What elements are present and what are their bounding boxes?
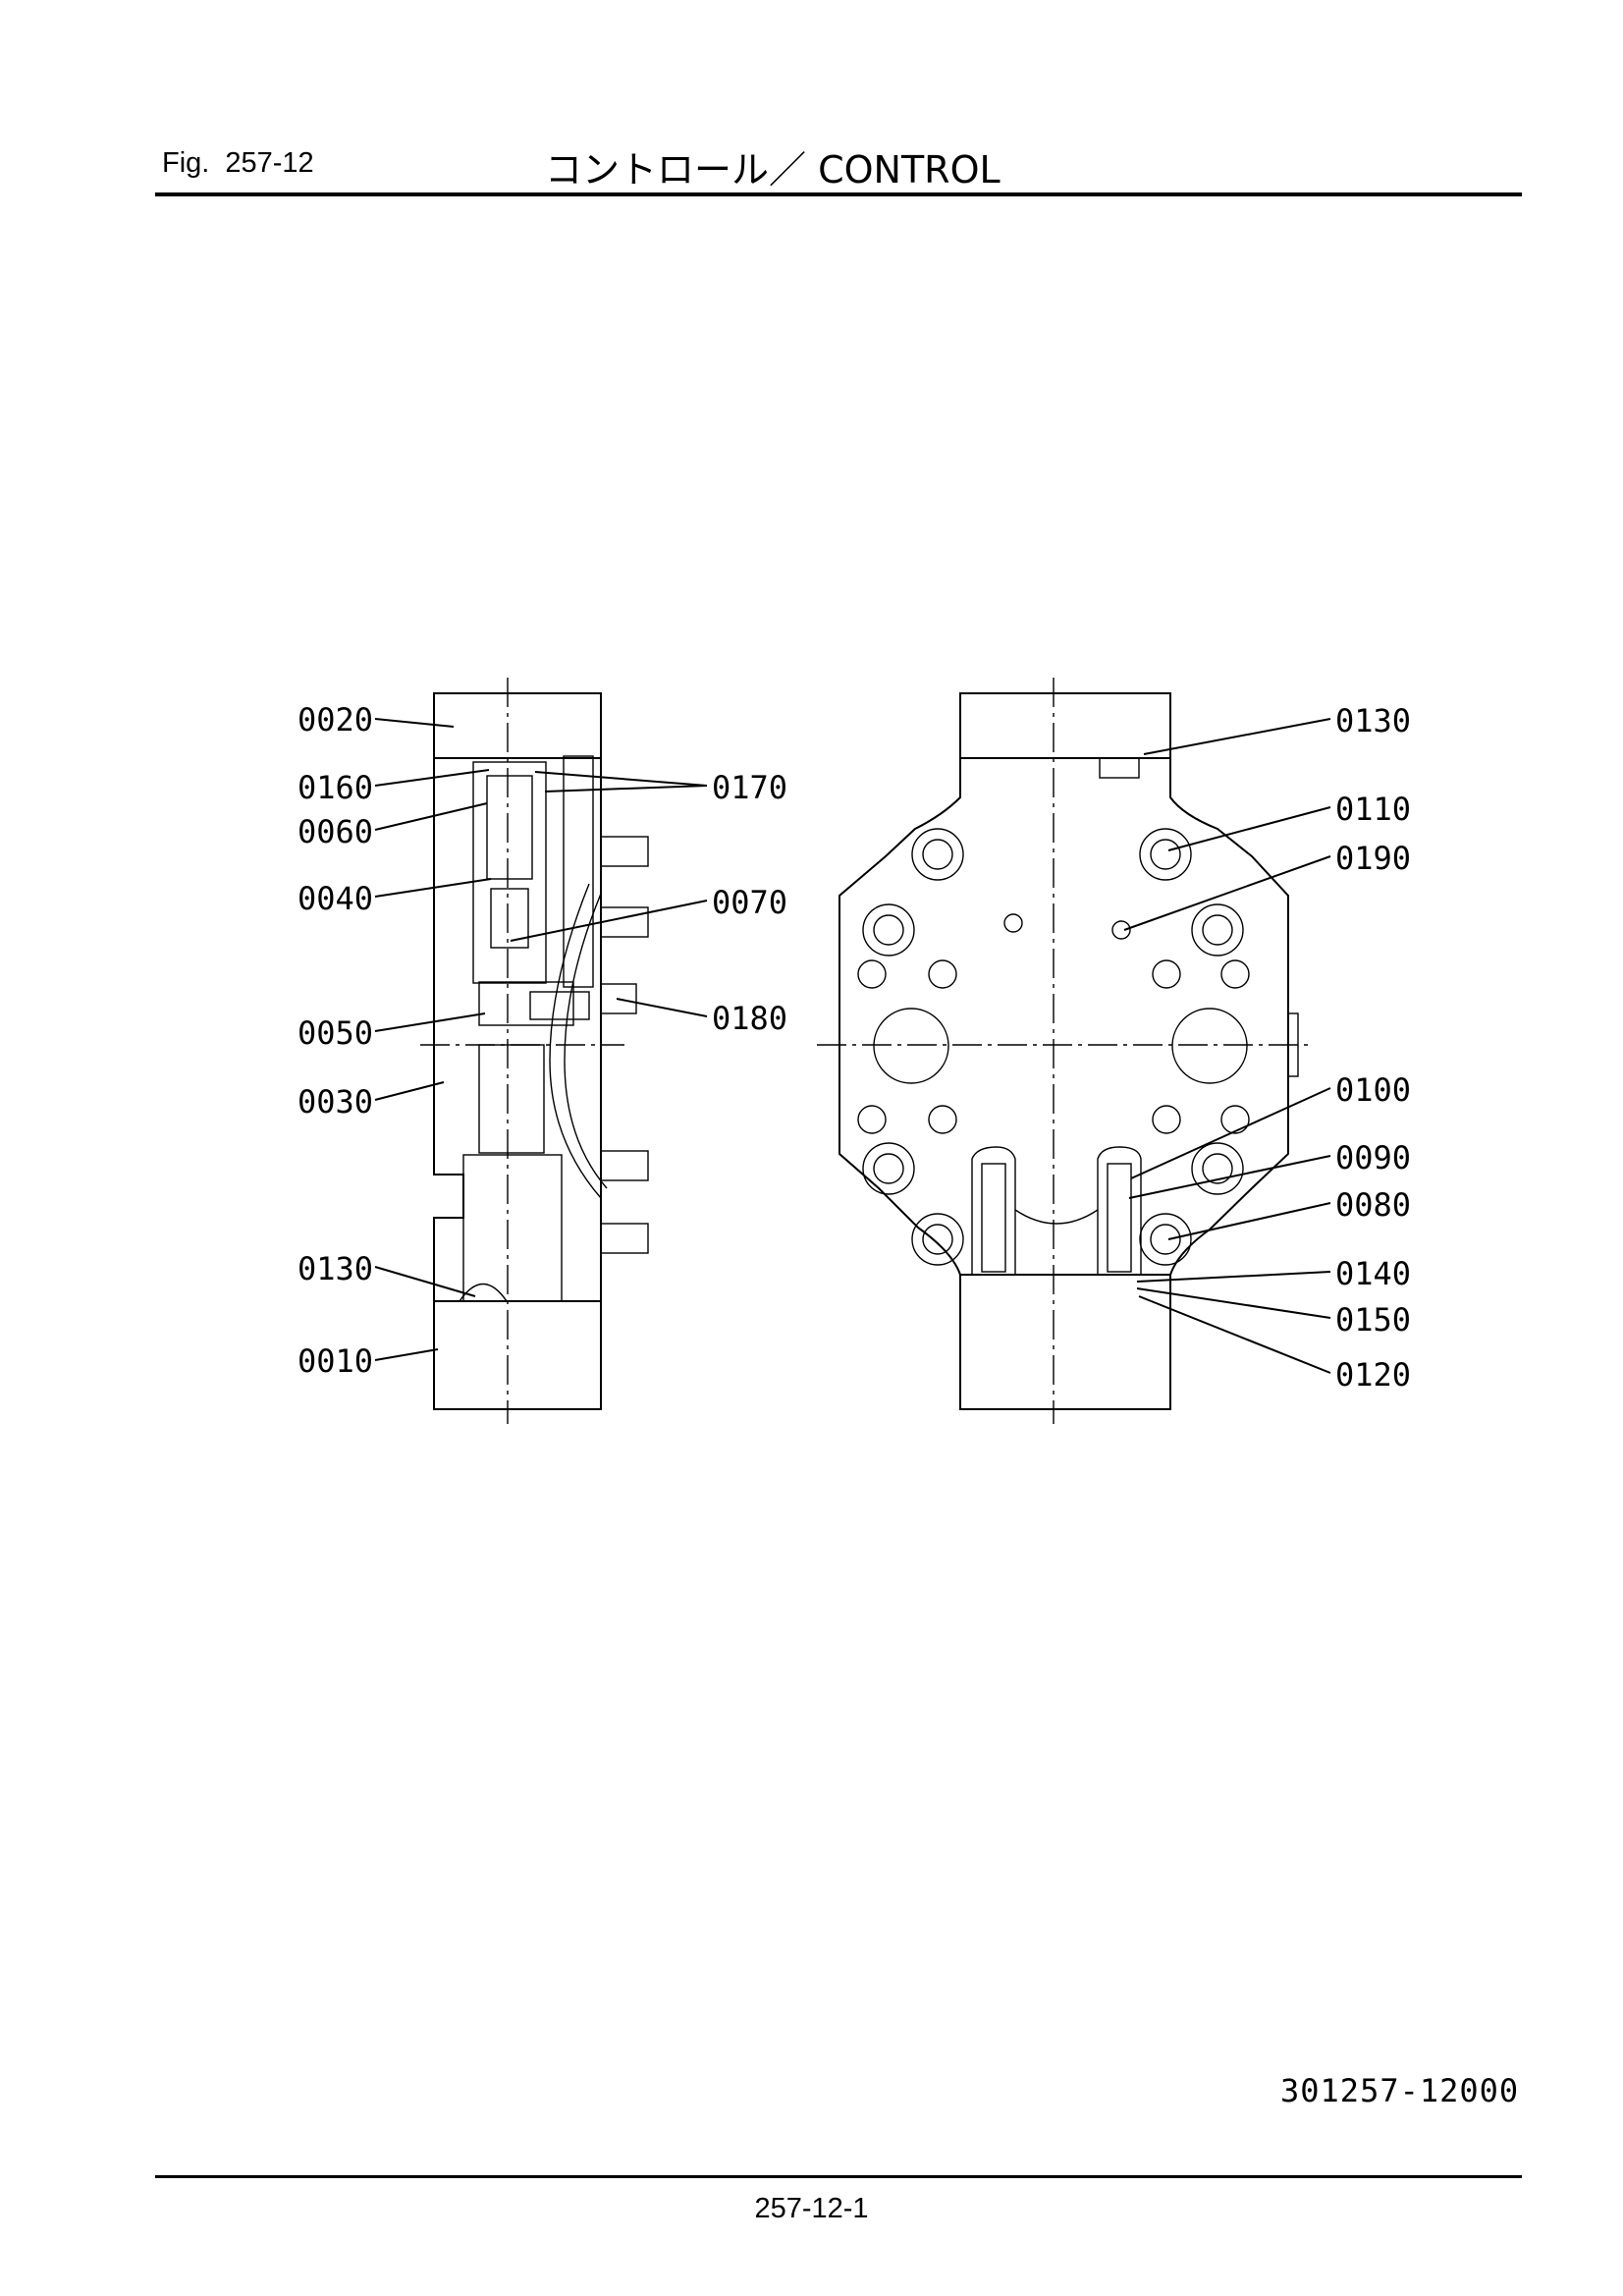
callout-0190: 0190: [1335, 840, 1411, 877]
callout-0150: 0150: [1335, 1301, 1411, 1339]
fig-prefix: Fig.: [162, 147, 210, 179]
header-rule: [155, 192, 1522, 196]
callout-0050: 0050: [298, 1014, 373, 1052]
callout-0130-left: 0130: [298, 1250, 373, 1287]
bottom-cap: [433, 1300, 602, 1410]
document-number: 301257-12000: [1280, 2072, 1520, 2109]
callout-0100: 0100: [1335, 1071, 1411, 1109]
page-number: 257-12-1: [754, 2193, 869, 2224]
callout-0120: 0120: [1335, 1356, 1411, 1394]
callout-0090: 0090: [1335, 1139, 1411, 1176]
right-bottom-cap: [959, 1274, 1171, 1410]
callout-0130-right: 0130: [1335, 702, 1411, 739]
main-body: [433, 757, 602, 1302]
leader-lines: [374, 718, 1331, 1374]
callout-0060: 0060: [298, 813, 373, 850]
callout-0170: 0170: [712, 769, 787, 806]
footer-rule: [155, 2175, 1522, 2178]
callout-0140: 0140: [1335, 1255, 1411, 1292]
page-title: コントロール／ CONTROL: [545, 148, 1001, 191]
callout-0160: 0160: [298, 769, 373, 806]
callout-0040: 0040: [298, 880, 373, 917]
right-view: [817, 678, 1310, 1424]
figure-label: Fig. 257-12: [162, 147, 330, 180]
top-cap: [433, 692, 602, 759]
callout-0010: 0010: [298, 1342, 373, 1380]
callouts-left: 0020 0160 0060 0040 0050 0030 0130 0010: [298, 701, 373, 1380]
callouts-right: 0130 0110 0190 0100 0090 0080 0140 0150 …: [1335, 702, 1411, 1394]
callout-0080: 0080: [1335, 1186, 1411, 1224]
callout-0110: 0110: [1335, 791, 1411, 828]
right-top-cap: [959, 692, 1171, 759]
callout-0070: 0070: [712, 884, 787, 921]
callout-0030: 0030: [298, 1083, 373, 1121]
callout-0020: 0020: [298, 701, 373, 738]
callouts-center: 0170 0070 0180: [712, 769, 787, 1037]
callout-0180: 0180: [712, 1000, 787, 1037]
fig-number: 257-12: [225, 147, 314, 179]
